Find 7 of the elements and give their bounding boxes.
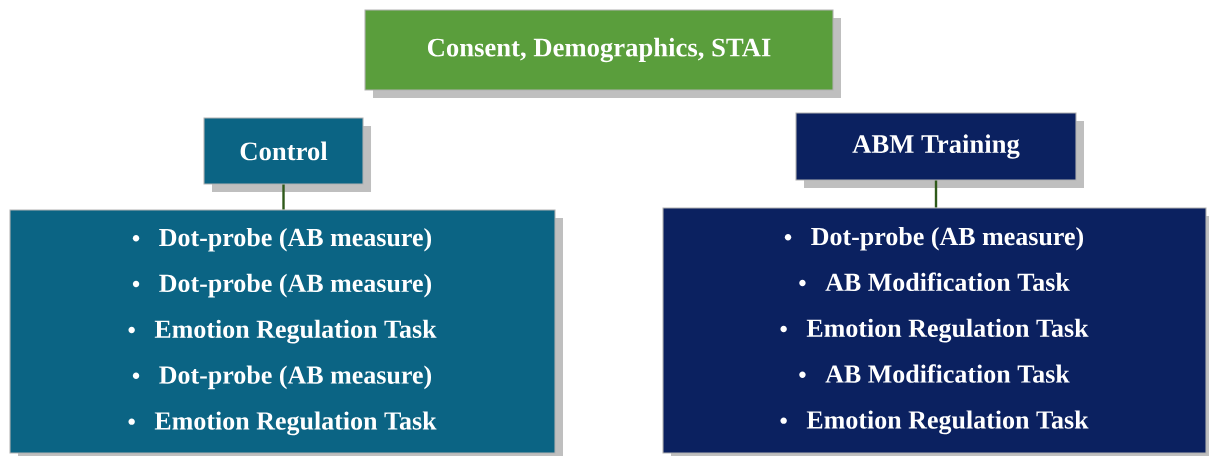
- task-list-box: Dot-probe (AB measure) Dot-probe (AB measure) Emotion Regulation Task Dot-probe (AB measure) Emotion Regulation Task: [9, 209, 563, 456]
- group-box: Control: [203, 117, 371, 192]
- connector-line: [282, 184, 285, 210]
- group-box: ABM Training: [795, 112, 1084, 188]
- connector-line: [934, 180, 938, 208]
- task-list-box: Dot-probe (AB measure) AB Modification Task Emotion Regulation Task AB Modification Task Emotion Regulation Task: [662, 207, 1209, 456]
- title-box: Consent, Demographics, STAI: [364, 9, 841, 98]
